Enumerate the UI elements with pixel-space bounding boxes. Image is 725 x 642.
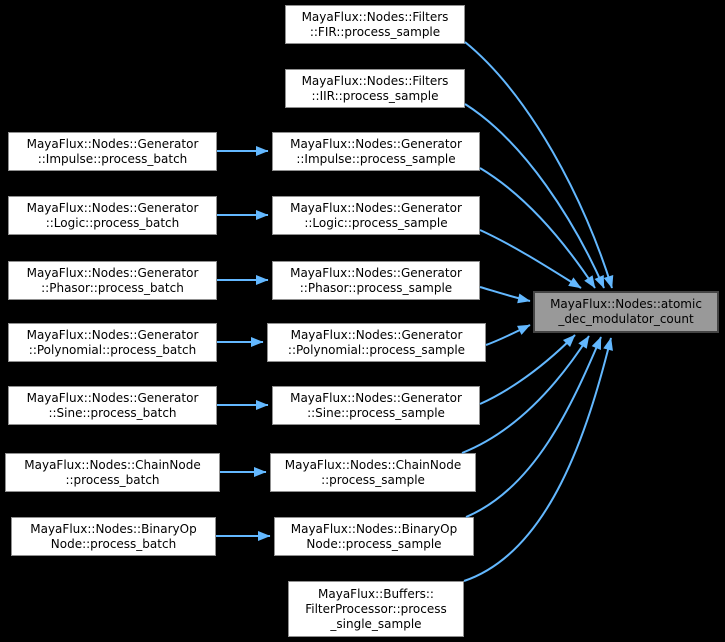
edge-impulse-to-target: [479, 167, 596, 289]
edge-filterprocessor-to-target: [463, 337, 613, 582]
node-chainnode-process-batch[interactable]: MayaFlux::Nodes::ChainNode ::process_bat…: [5, 453, 220, 492]
edge-binaryop-to-target: [465, 336, 602, 518]
node-phasor-process-sample[interactable]: MayaFlux::Nodes::Generator ::Phasor::pro…: [272, 261, 480, 300]
node-binaryopnode-process-batch[interactable]: MayaFlux::Nodes::BinaryOp Node::process_…: [11, 517, 216, 556]
node-phasor-process-batch[interactable]: MayaFlux::Nodes::Generator ::Phasor::pro…: [8, 261, 217, 300]
edge-phasor-to-target: [479, 286, 531, 304]
node-iir-process-sample[interactable]: MayaFlux::Nodes::Filters ::IIR::process_…: [285, 69, 465, 108]
edge-polynomial-to-target: [485, 324, 531, 346]
node-polynomial-process-batch[interactable]: MayaFlux::Nodes::Generator ::Polynomial:…: [8, 323, 217, 362]
edge-iir-to-target: [464, 103, 605, 289]
node-impulse-process-batch[interactable]: MayaFlux::Nodes::Generator ::Impulse::pr…: [8, 132, 217, 171]
node-polynomial-process-sample[interactable]: MayaFlux::Nodes::Generator ::Polynomial:…: [267, 323, 486, 362]
node-logic-process-batch[interactable]: MayaFlux::Nodes::Generator ::Logic::proc…: [8, 196, 217, 235]
node-filterprocessor-process-single-sample[interactable]: MayaFlux::Buffers:: FilterProcessor::pro…: [288, 581, 464, 637]
node-atomic-dec-modulator-count-focus: MayaFlux::Nodes::atomic _dec_modulator_c…: [533, 291, 719, 333]
node-impulse-process-sample[interactable]: MayaFlux::Nodes::Generator ::Impulse::pr…: [272, 132, 480, 171]
edge-sine-to-target: [479, 334, 576, 405]
node-chainnode-process-sample[interactable]: MayaFlux::Nodes::ChainNode ::process_sam…: [270, 453, 476, 492]
edge-fir-to-target: [464, 41, 614, 289]
node-logic-process-sample[interactable]: MayaFlux::Nodes::Generator ::Logic::proc…: [272, 196, 480, 235]
node-sine-process-sample[interactable]: MayaFlux::Nodes::Generator ::Sine::proce…: [272, 386, 480, 425]
node-binaryopnode-process-sample[interactable]: MayaFlux::Nodes::BinaryOp Node::process_…: [274, 517, 474, 556]
edge-logic-to-target: [479, 229, 582, 289]
node-sine-process-batch[interactable]: MayaFlux::Nodes::Generator ::Sine::proce…: [8, 386, 217, 425]
node-fir-process-sample[interactable]: MayaFlux::Nodes::Filters ::FIR::process_…: [285, 5, 465, 44]
